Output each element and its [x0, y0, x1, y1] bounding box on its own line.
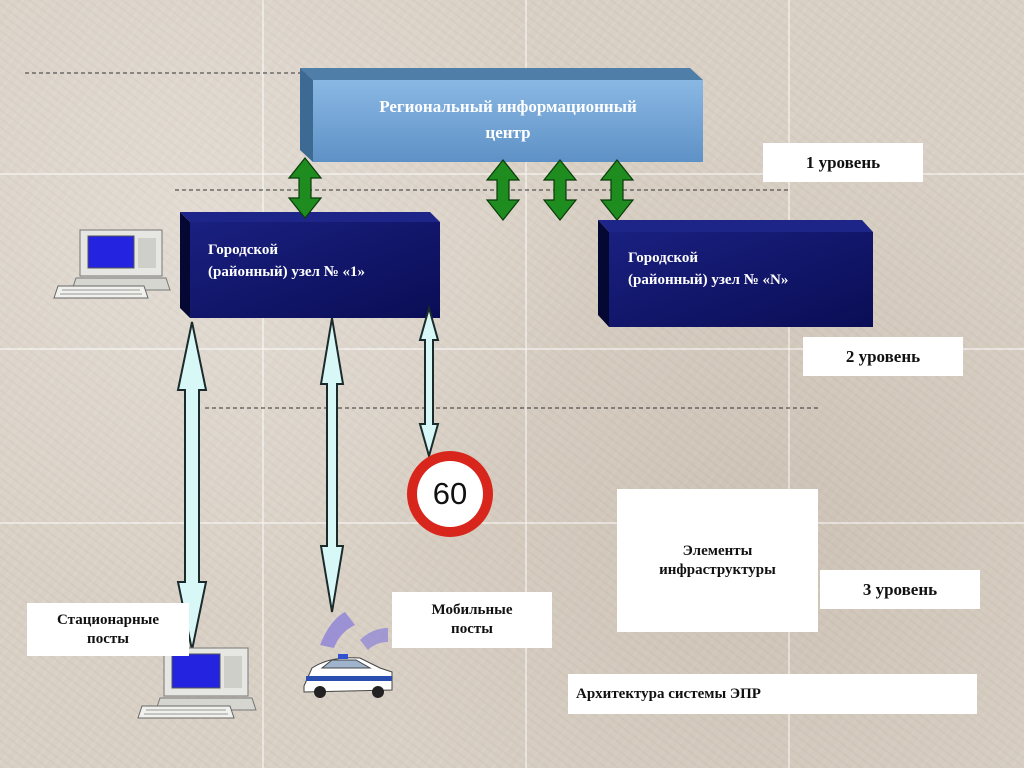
level-2-label: 2 уровень: [803, 337, 963, 376]
cyan-double-arrow-icon: [418, 304, 440, 460]
caption-text: Архитектура системы ЭПР: [576, 685, 761, 702]
infrastructure-line2: инфраструктуры: [659, 561, 776, 578]
level-3-text: 3 уровень: [862, 579, 938, 599]
green-double-arrow-icon: [485, 159, 521, 221]
regional-center-box: [300, 68, 703, 162]
node-1-box: [180, 212, 440, 318]
node-1-title: Городской (районный) узел № «1»: [208, 239, 438, 283]
cyan-double-arrow-icon: [319, 317, 345, 613]
level-3-label: 3 уровень: [820, 570, 980, 609]
mobile-posts-label: Мобильные посты: [392, 592, 552, 648]
stationary-posts-label: Стационарные посты: [27, 603, 189, 656]
node-n-title: Городской (районный) узел № «N»: [628, 247, 868, 291]
green-double-arrow-icon: [542, 159, 578, 221]
caption-label: Архитектура системы ЭПР: [568, 674, 977, 714]
cyan-arrows: [176, 304, 440, 651]
stationary-posts-line2: посты: [87, 630, 129, 647]
mobile-posts-line2: посты: [451, 621, 493, 637]
computer-icon: [137, 647, 257, 719]
mobile-posts-line1: Мобильные: [431, 602, 513, 619]
green-double-arrow-icon: [599, 159, 635, 221]
speed-limit-sign-icon: [407, 451, 493, 537]
speed-sign-value: 60: [432, 476, 468, 511]
regional-center-line1: Региональный информационный: [379, 97, 637, 116]
stationary-posts-line1: Стационарные: [57, 611, 159, 628]
node-n-line2: (районный) узел № «N»: [628, 272, 789, 288]
node-1-line2: (районный) узел № «1»: [208, 264, 366, 280]
green-double-arrow-icon: [287, 157, 323, 219]
node-n-box: [598, 220, 873, 327]
level-1-text: 1 уровень: [805, 152, 881, 172]
infrastructure-line1: Элементы: [682, 542, 753, 559]
computer-icon: [53, 229, 171, 299]
level-2-text: 2 уровень: [845, 346, 921, 366]
level-1-label: 1 уровень: [763, 143, 923, 182]
node-1-line1: Городской: [208, 242, 278, 258]
regional-center-line2: центр: [485, 123, 531, 142]
green-arrows: [287, 157, 635, 221]
node-n-line1: Городской: [628, 250, 698, 266]
infrastructure-label: Элементы инфраструктуры: [617, 489, 818, 632]
cyan-double-arrow-icon: [176, 321, 208, 651]
police-car-icon: [303, 612, 393, 698]
regional-center-title: Региональный информационный центр: [313, 94, 703, 146]
